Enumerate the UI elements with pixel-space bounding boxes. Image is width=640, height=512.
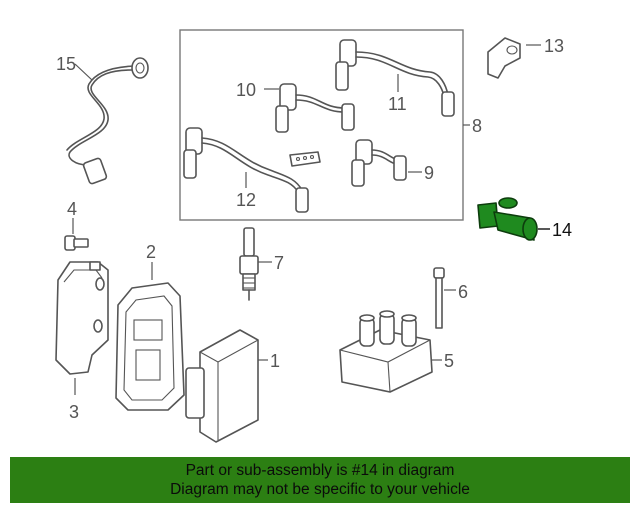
callout-5: 5 xyxy=(444,351,454,371)
part-6-bolt[interactable] xyxy=(433,267,456,329)
part-4-bolt[interactable] xyxy=(64,218,89,251)
part-12-ignition-wire[interactable] xyxy=(183,127,309,213)
wire-set-group-box xyxy=(179,29,464,221)
part-9-ignition-wire[interactable] xyxy=(351,139,422,187)
wire-separator-clip xyxy=(289,151,321,167)
parts-diagram: 15 10 11 12 9 8 13 14 4 2 7 6 1 5 3 xyxy=(55,29,572,443)
callout-4: 4 xyxy=(67,199,77,219)
part-5-ignition-coil[interactable] xyxy=(339,310,442,393)
part-11-ignition-wire[interactable] xyxy=(335,39,455,117)
callout-3: 3 xyxy=(69,402,79,422)
callout-11: 11 xyxy=(388,94,407,114)
callout-9: 9 xyxy=(424,163,434,183)
part-2-module-housing[interactable] xyxy=(115,262,185,411)
callout-15: 15 xyxy=(56,54,76,74)
callout-10: 10 xyxy=(236,80,256,100)
part-13-sensor[interactable] xyxy=(487,37,541,79)
part-10-ignition-wire[interactable] xyxy=(264,83,355,133)
notice-banner: Part or sub-assembly is #14 in diagram D… xyxy=(10,457,630,503)
callout-2: 2 xyxy=(146,242,156,262)
part-3-bracket[interactable] xyxy=(55,261,109,395)
callout-6: 6 xyxy=(458,282,468,302)
notice-line-1: Part or sub-assembly is #14 in diagram xyxy=(185,462,455,479)
callout-7: 7 xyxy=(274,253,284,273)
part-1-ecu[interactable] xyxy=(185,329,268,443)
callout-12: 12 xyxy=(236,190,256,210)
part-15-sensor-harness[interactable] xyxy=(66,57,149,185)
part-7-spark-plug[interactable] xyxy=(239,227,272,301)
part-14-highlighted-sensor[interactable] xyxy=(477,197,550,241)
callout-8: 8 xyxy=(472,116,482,136)
notice-line-2: Diagram may not be specific to your vehi… xyxy=(170,481,470,498)
callout-14: 14 xyxy=(552,220,572,240)
callout-1: 1 xyxy=(270,351,280,371)
callout-13: 13 xyxy=(544,36,564,56)
